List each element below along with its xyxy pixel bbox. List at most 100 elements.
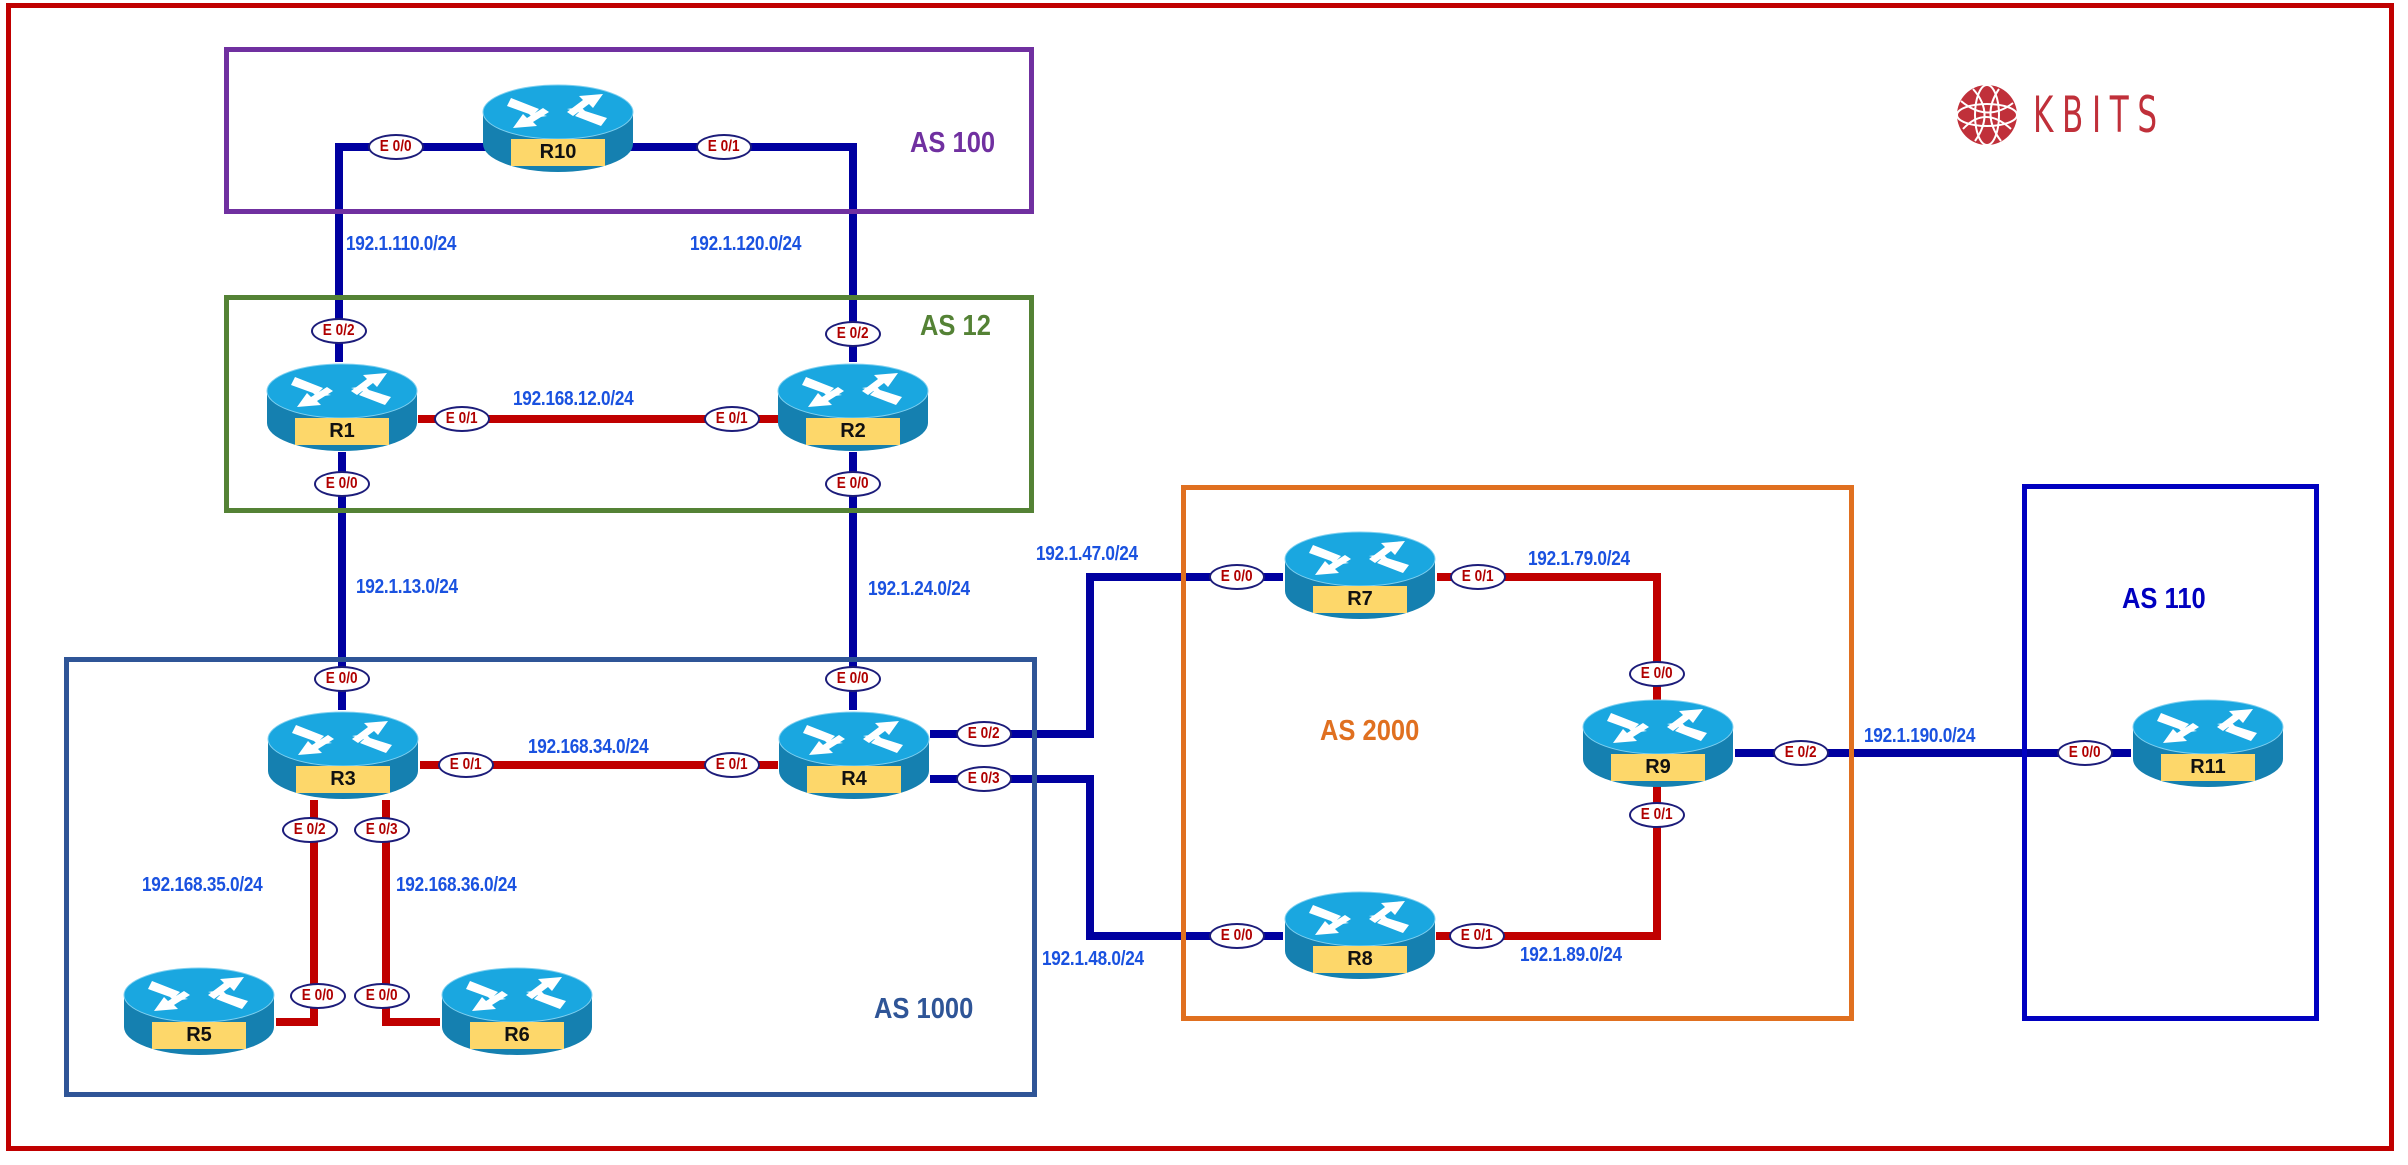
interface-label: E 0/0	[380, 138, 412, 155]
interface-r6-e00: E 0/0	[354, 983, 410, 1009]
router-r5[interactable]: R5	[122, 965, 276, 1057]
interface-r5-e00: E 0/0	[290, 983, 346, 1009]
router-name-label: R6	[470, 1022, 564, 1049]
interface-r3-e00: E 0/0	[314, 666, 370, 692]
network-label: 192.168.12.0/24	[513, 388, 634, 410]
interface-label: E 0/1	[1462, 568, 1494, 585]
as-label-as110: AS 110	[2122, 583, 2206, 615]
router-r8[interactable]: R8	[1283, 889, 1437, 981]
router-r11[interactable]: R11	[2131, 697, 2285, 789]
network-label: 192.1.24.0/24	[868, 578, 970, 600]
interface-label: E 0/0	[2069, 744, 2101, 761]
logo-text: KBITS	[2033, 86, 2166, 144]
interface-r10-e01: E 0/1	[696, 134, 752, 160]
router-name-label: R9	[1611, 754, 1705, 781]
interface-r10-e00: E 0/0	[368, 134, 424, 160]
interface-r1-e02: E 0/2	[311, 318, 367, 344]
interface-r1-e01: E 0/1	[434, 406, 490, 432]
as-box-as2000	[1181, 485, 1854, 1021]
interface-label: E 0/2	[1785, 744, 1817, 761]
link-r3-r5	[276, 800, 318, 1026]
router-name-label: R2	[806, 418, 900, 445]
kbits-logo: KBITS	[1955, 82, 2247, 148]
interface-r8-e01: E 0/1	[1449, 923, 1505, 949]
network-label: 192.1.13.0/24	[356, 576, 458, 598]
network-label: 192.1.110.0/24	[346, 233, 457, 255]
router-r10[interactable]: R10	[481, 82, 635, 174]
link-r10-r1	[335, 143, 492, 362]
interface-label: E 0/1	[446, 410, 478, 427]
interface-label: E 0/1	[450, 756, 482, 773]
interface-label: E 0/0	[326, 475, 358, 492]
router-name-label: R5	[152, 1022, 246, 1049]
interface-r2-e01: E 0/1	[704, 406, 760, 432]
router-r9[interactable]: R9	[1581, 697, 1735, 789]
as-box-as12	[224, 295, 1034, 513]
as-label-as1000: AS 1000	[874, 993, 974, 1025]
as-label-as12: AS 12	[920, 310, 991, 342]
interface-r4-e01: E 0/1	[704, 752, 760, 778]
interface-label: E 0/0	[1221, 568, 1253, 585]
network-label: 192.168.36.0/24	[396, 874, 517, 896]
interface-r9-e01: E 0/1	[1629, 802, 1685, 828]
interface-label: E 0/1	[716, 756, 748, 773]
interface-r2-e02: E 0/2	[825, 321, 881, 347]
interface-r3-e01: E 0/1	[438, 752, 494, 778]
interface-label: E 0/1	[1641, 806, 1673, 823]
interface-r9-e02: E 0/2	[1773, 740, 1829, 766]
interface-label: E 0/0	[326, 670, 358, 687]
interface-label: E 0/1	[708, 138, 740, 155]
interface-label: E 0/1	[1461, 927, 1493, 944]
router-name-label: R10	[511, 139, 605, 166]
router-r1[interactable]: R1	[265, 361, 419, 453]
interface-label: E 0/0	[1221, 927, 1253, 944]
globe-icon	[1956, 84, 2018, 146]
interface-label: E 0/0	[1641, 665, 1673, 682]
router-r6[interactable]: R6	[440, 965, 594, 1057]
network-label: 192.168.34.0/24	[528, 736, 649, 758]
interface-r8-e00: E 0/0	[1209, 923, 1265, 949]
link-r3-r6	[382, 800, 440, 1026]
router-r4[interactable]: R4	[777, 709, 931, 801]
link-r7-r9	[1437, 573, 1661, 700]
interface-r3-e02: E 0/2	[282, 817, 338, 843]
network-label: 192.1.79.0/24	[1528, 548, 1630, 570]
as-label-as2000: AS 2000	[1320, 715, 1420, 747]
router-name-label: R3	[296, 766, 390, 793]
router-r7[interactable]: R7	[1283, 529, 1437, 621]
interface-label: E 0/2	[968, 725, 1000, 742]
network-label: 192.1.48.0/24	[1042, 948, 1144, 970]
interface-r1-e00: E 0/0	[314, 471, 370, 497]
interface-r9-e00: E 0/0	[1629, 661, 1685, 687]
interface-r4-e02: E 0/2	[956, 721, 1012, 747]
router-name-label: R11	[2161, 754, 2255, 781]
router-name-label: R1	[295, 418, 389, 445]
interface-label: E 0/0	[837, 670, 869, 687]
network-label: 192.1.120.0/24	[690, 233, 802, 255]
interface-label: E 0/3	[366, 821, 398, 838]
interface-label: E 0/2	[323, 322, 355, 339]
interface-label: E 0/0	[837, 475, 869, 492]
interface-r3-e03: E 0/3	[354, 817, 410, 843]
interface-label: E 0/0	[366, 987, 398, 1004]
interface-r4-e00: E 0/0	[825, 666, 881, 692]
as-label-as100: AS 100	[910, 127, 996, 159]
interface-label: E 0/2	[837, 325, 869, 342]
router-r2[interactable]: R2	[776, 361, 930, 453]
interface-label: E 0/0	[302, 987, 334, 1004]
outer-frame	[6, 3, 2394, 1151]
interface-r11-e00: E 0/0	[2057, 740, 2113, 766]
interface-label: E 0/3	[968, 770, 1000, 787]
interface-r7-e01: E 0/1	[1450, 564, 1506, 590]
as-box-as1000	[64, 657, 1037, 1097]
interface-label: E 0/2	[294, 821, 326, 838]
interface-r2-e00: E 0/0	[825, 471, 881, 497]
network-label: 192.1.89.0/24	[1520, 944, 1622, 966]
network-label: 192.168.35.0/24	[142, 874, 263, 896]
link-r8-r9	[1436, 785, 1661, 940]
interface-r7-e00: E 0/0	[1209, 564, 1265, 590]
router-name-label: R4	[807, 766, 901, 793]
router-r3[interactable]: R3	[266, 709, 420, 801]
router-name-label: R8	[1313, 946, 1407, 973]
